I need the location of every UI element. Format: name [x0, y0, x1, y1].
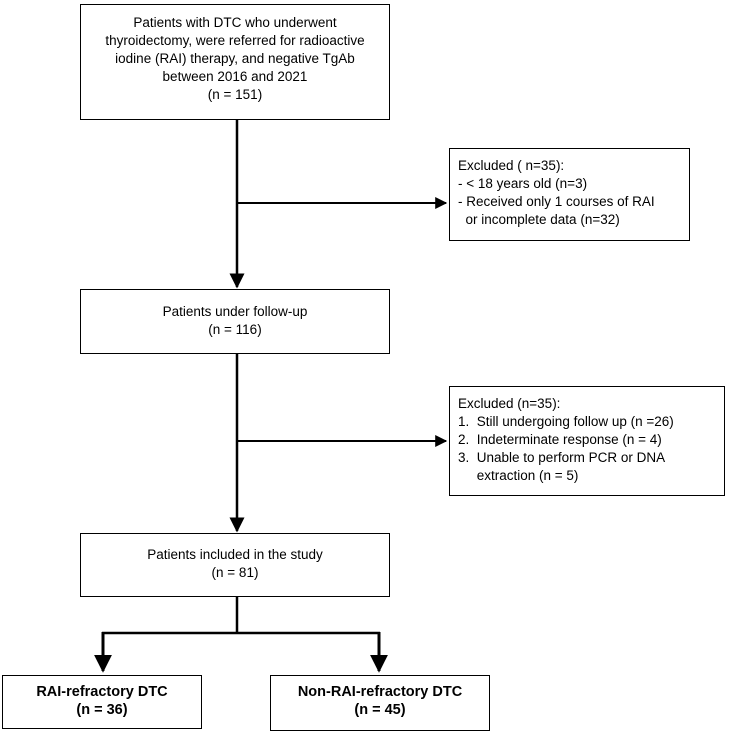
box-line: Excluded (n=35):	[458, 396, 561, 411]
box-line: or incomplete data (n=32)	[458, 212, 620, 227]
box-line: Excluded ( n=35):	[458, 158, 565, 173]
box-line: extraction (n = 5)	[458, 468, 579, 483]
box-excluded-2: Excluded (n=35): 1. Still undergoing fol…	[449, 386, 725, 496]
box-line: thyroidectomy, were referred for radioac…	[105, 33, 365, 48]
box-line: (n = 116)	[208, 322, 262, 337]
box-line: (n = 45)	[354, 702, 406, 718]
box-line: (n = 151)	[207, 87, 263, 102]
box-line: RAI-refractory DTC	[36, 684, 168, 700]
box-initial-cohort: Patients with DTC who underwent thyroide…	[80, 4, 390, 120]
box-excluded-1: Excluded ( n=35): - < 18 years old (n=3)…	[449, 148, 690, 241]
box-rai-refractory: RAI-refractory DTC (n = 36)	[2, 675, 202, 729]
box-follow-up: Patients under follow-up (n = 116)	[80, 289, 390, 354]
box-line: (n = 81)	[211, 565, 259, 580]
box-line: Non-RAI-refractory DTC	[297, 684, 463, 700]
box-line: Patients with DTC who underwent	[133, 15, 337, 30]
box-line: (n = 36)	[76, 702, 128, 718]
box-included-in-study: Patients included in the study (n = 81)	[80, 533, 390, 597]
box-line: 2. Indeterminate response (n = 4)	[458, 432, 662, 447]
box-line: - Received only 1 courses of RAI	[458, 194, 655, 209]
box-line: between 2016 and 2021	[162, 69, 308, 84]
box-line: Patients under follow-up	[162, 304, 308, 319]
box-line: - < 18 years old (n=3)	[458, 176, 588, 191]
box-line: iodine (RAI) therapy, and negative TgAb	[115, 51, 355, 66]
box-line: 1. Still undergoing follow up (n =26)	[458, 414, 674, 429]
box-non-rai-refractory: Non-RAI-refractory DTC (n = 45)	[270, 675, 490, 731]
box-line: 3. Unable to perform PCR or DNA	[458, 450, 666, 465]
box-line: Patients included in the study	[147, 547, 323, 562]
